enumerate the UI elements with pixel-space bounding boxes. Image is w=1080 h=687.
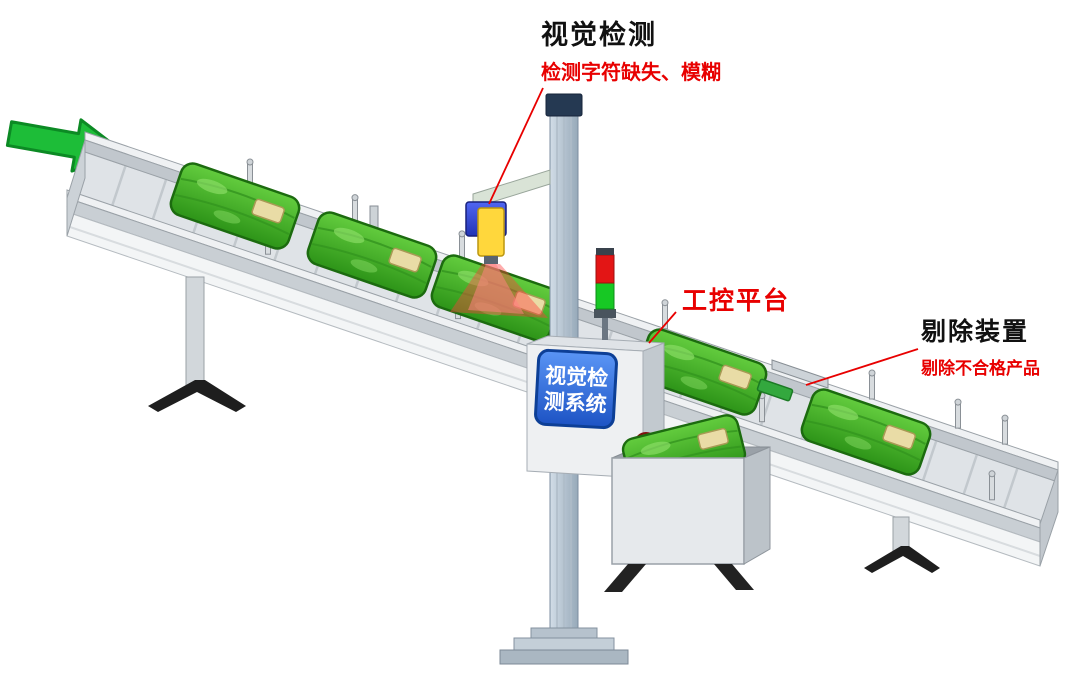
belt-end-right <box>1039 469 1059 567</box>
control-platform-label: 工控平台 <box>682 287 791 315</box>
reject-box-foot-right <box>714 564 754 590</box>
reject-device-description: 剔除不合格产品 <box>921 359 1040 378</box>
belt-leg-right <box>864 516 940 573</box>
leader-line-vision <box>488 87 544 205</box>
control-cabinet: 视觉检 测系统 <box>526 335 665 480</box>
reject-box-front <box>611 457 745 565</box>
cabinet-screen-text-line2: 测系统 <box>543 389 607 416</box>
reject-box-side <box>743 446 771 565</box>
vision-inspection-title: 视觉检测 <box>541 20 657 50</box>
camera-lens <box>484 256 498 264</box>
leader-line-reject <box>805 348 919 386</box>
leader-line-control <box>648 311 677 344</box>
camera-light-beam-core <box>468 264 524 314</box>
reject-box <box>604 411 771 592</box>
reject-mechanism <box>756 359 829 402</box>
tower-pole <box>602 316 608 340</box>
cabinet-screen <box>534 348 618 430</box>
tower-base <box>594 309 616 318</box>
tower-green-light <box>595 282 615 310</box>
camera-ring-light <box>477 207 505 257</box>
vision-inspection-description: 检测字符缺失、模糊 <box>541 62 721 84</box>
reject-box-foot-left <box>604 564 646 592</box>
signal-tower-light <box>594 248 616 340</box>
column-base <box>499 627 629 665</box>
belt-end-left <box>66 139 86 237</box>
reject-device-title: 剔除装置 <box>921 318 1030 346</box>
tower-red-light <box>595 254 615 284</box>
belt-leg-left <box>148 276 246 412</box>
cabinet-screen-text-line1: 视觉检 <box>545 363 609 390</box>
tower-cap <box>596 248 614 255</box>
